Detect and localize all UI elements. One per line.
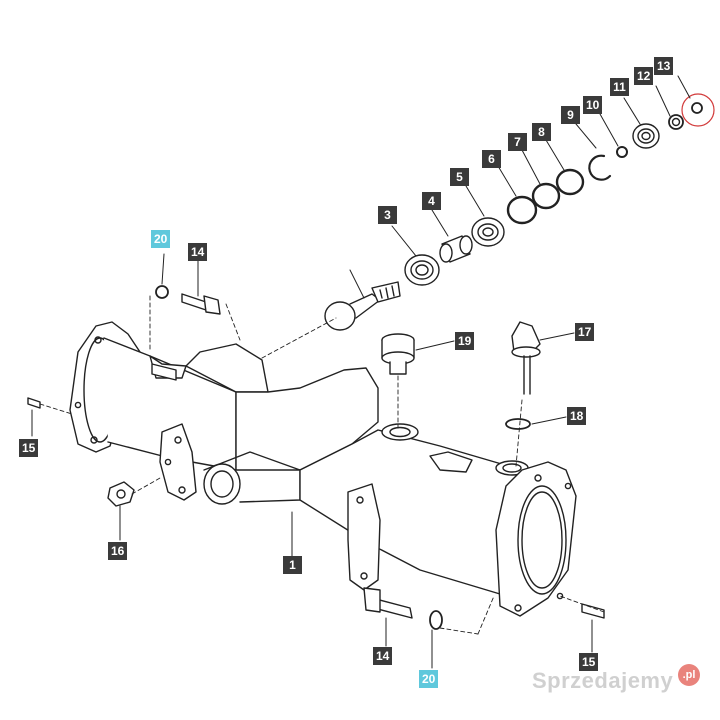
bearing-part-11 (632, 123, 660, 149)
callout-15-right[interactable]: 15 (579, 653, 599, 671)
watermark-badge: .pl (678, 664, 700, 686)
highlight-ring (681, 93, 715, 127)
o-ring-part-6 (506, 195, 538, 225)
callout-8[interactable]: 8 (532, 123, 551, 141)
pin-part-15-left (27, 397, 41, 409)
bearing-part-3 (404, 254, 440, 286)
pin-part-15-right (581, 603, 605, 619)
washer-part-20-top (155, 285, 169, 299)
callout-11[interactable]: 11 (610, 78, 629, 96)
callout-20-bottom[interactable]: 20 (419, 670, 439, 688)
drive-shaft (324, 281, 401, 331)
callout-12[interactable]: 12 (634, 67, 654, 85)
callout-20-top[interactable]: 20 (151, 230, 171, 248)
drain-plug-part-16 (107, 481, 135, 507)
callout-4[interactable]: 4 (422, 192, 441, 210)
callout-15-left[interactable]: 15 (19, 439, 39, 457)
callout-14-bottom[interactable]: 14 (373, 647, 393, 665)
callout-6[interactable]: 6 (482, 150, 501, 168)
leader-lines (31, 75, 691, 669)
axle-housing-part-1 (69, 321, 577, 617)
callout-10[interactable]: 10 (583, 96, 603, 114)
bearing-part-5 (471, 217, 505, 247)
ring-part-13 (691, 102, 703, 114)
o-ring-part-8 (555, 168, 585, 196)
callout-13[interactable]: 13 (654, 57, 674, 75)
callout-7[interactable]: 7 (508, 133, 527, 151)
bolt-part-14-bottom (363, 587, 413, 619)
washer-part-20-bottom (429, 610, 443, 630)
callout-14-top[interactable]: 14 (188, 243, 208, 261)
bolt-part-14-top (181, 293, 221, 315)
callout-17[interactable]: 17 (575, 323, 595, 341)
o-ring-part-7 (531, 182, 561, 210)
callout-9[interactable]: 9 (561, 106, 580, 124)
callout-19[interactable]: 19 (455, 332, 475, 350)
callout-5[interactable]: 5 (450, 168, 469, 186)
washer-part-10 (616, 146, 628, 158)
seal-part-12 (668, 114, 684, 130)
callout-18[interactable]: 18 (567, 407, 587, 425)
alignment-lines (39, 295, 605, 635)
callout-16[interactable]: 16 (108, 542, 128, 560)
bushing-part-4 (439, 235, 473, 263)
o-ring-part-18 (505, 418, 531, 430)
dipstick-part-17 (511, 321, 541, 395)
filler-cap-part-19 (381, 333, 415, 375)
watermark-text: Sprzedajemy (532, 668, 674, 693)
callout-1[interactable]: 1 (283, 556, 302, 574)
circlip-part-9 (588, 154, 612, 181)
callout-3[interactable]: 3 (378, 206, 397, 224)
